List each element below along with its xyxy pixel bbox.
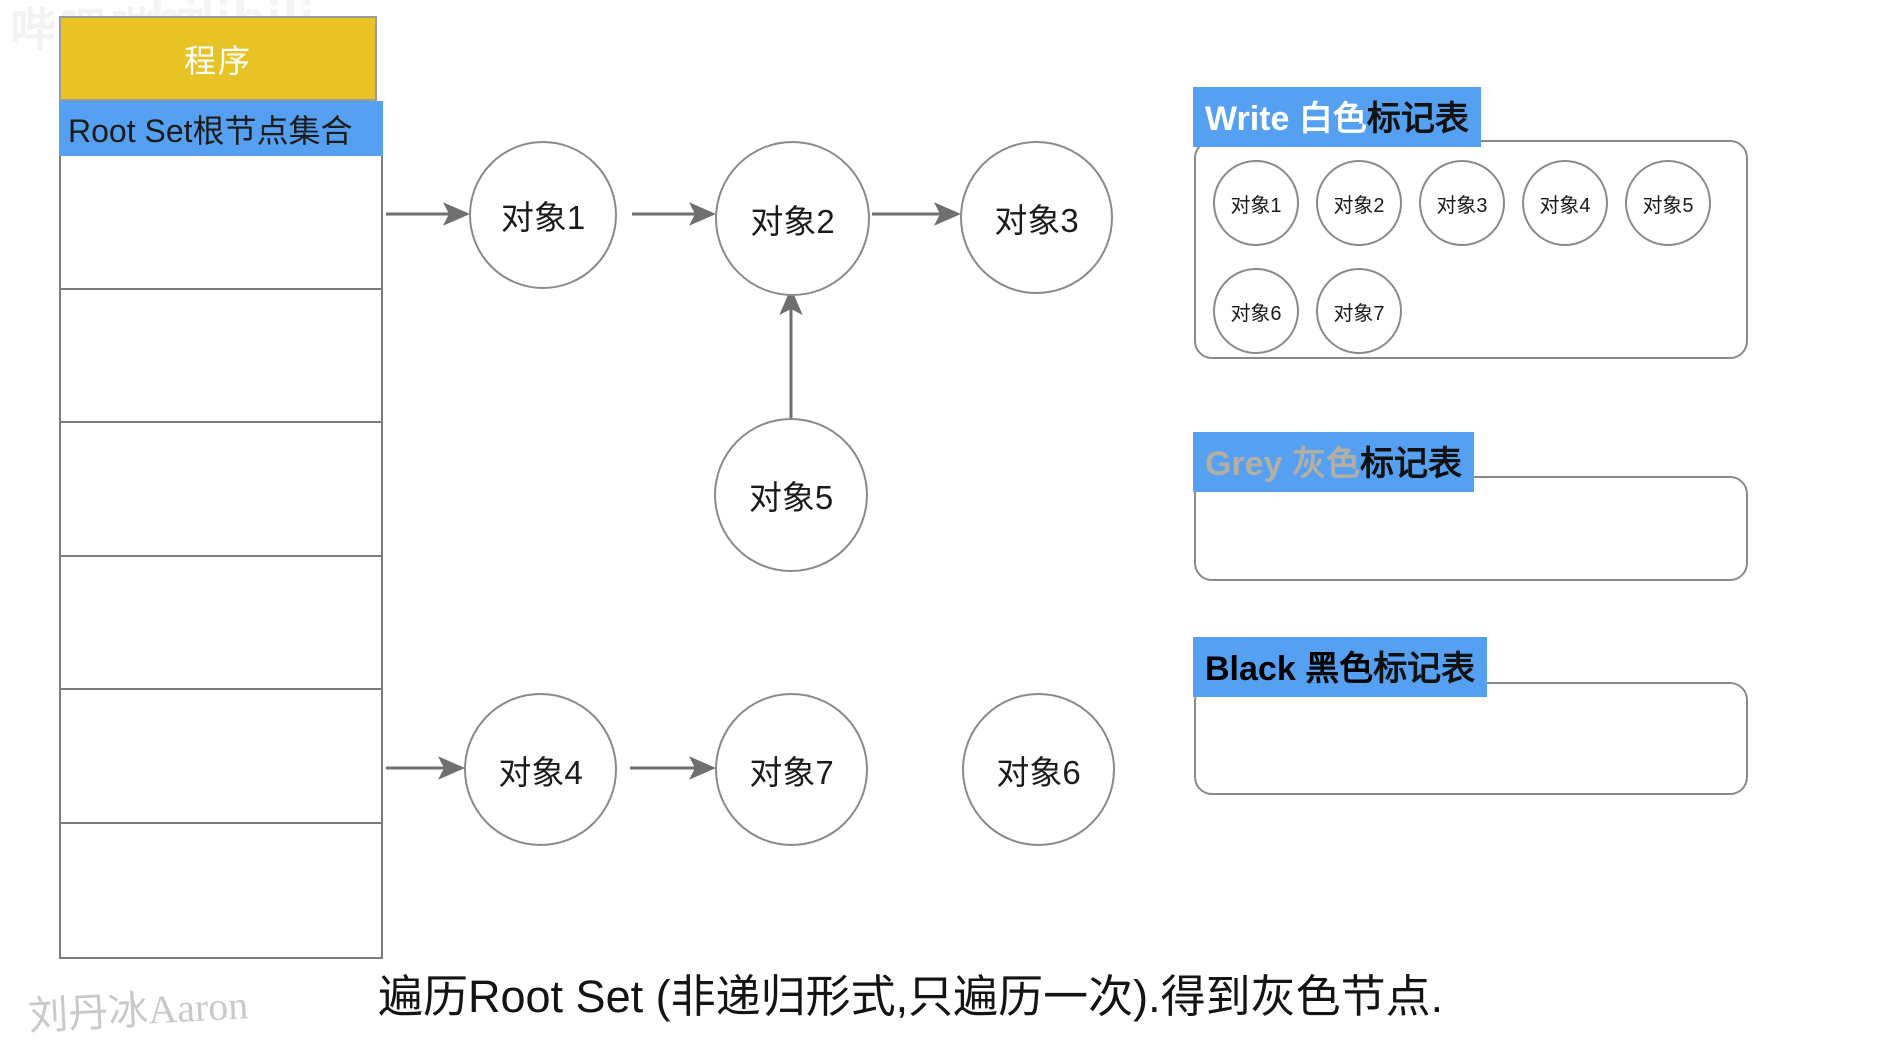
mark-chip-label: 对象5 [1642, 194, 1694, 217]
graph-node-obj6[interactable]: 对象6 [962, 693, 1115, 846]
mark-chip[interactable]: 对象2 [1316, 160, 1402, 246]
grey-title-cn: 灰色 [1291, 445, 1360, 483]
root-set-body [59, 156, 383, 959]
mark-chip[interactable]: 对象3 [1419, 160, 1505, 246]
black-mark-table-box [1194, 682, 1748, 795]
mark-chip-label: 对象2 [1333, 194, 1385, 217]
white-title-en: Write [1205, 100, 1299, 138]
graph-node-obj2[interactable]: 对象2 [715, 141, 870, 296]
grey-mark-table-title: Grey 灰色标记表 [1193, 432, 1474, 492]
mark-chip[interactable]: 对象6 [1213, 268, 1299, 354]
mark-chip-label: 对象1 [1230, 194, 1282, 217]
root-set-row [61, 423, 381, 557]
graph-node-label: 对象3 [994, 201, 1079, 239]
mark-chip-label: 对象3 [1436, 194, 1488, 217]
program-box: 程序 [59, 16, 377, 101]
root-set-row [61, 824, 381, 958]
mark-chip[interactable]: 对象4 [1522, 160, 1608, 246]
graph-node-label: 对象1 [500, 199, 586, 236]
mark-chip-label: 对象4 [1539, 194, 1591, 217]
black-title-en: Black [1205, 650, 1306, 688]
mark-chip[interactable]: 对象5 [1625, 160, 1711, 246]
black-mark-table-title: Black 黑色标记表 [1193, 637, 1488, 697]
black-title-cn: 黑色 [1305, 650, 1374, 688]
mark-chip[interactable]: 对象7 [1316, 268, 1402, 354]
root-set-row [61, 557, 381, 691]
mark-chip-label: 对象7 [1333, 302, 1385, 325]
graph-node-label: 对象5 [748, 479, 834, 516]
white-title-cn: 白色 [1298, 100, 1367, 138]
grey-title-en: Grey [1205, 445, 1292, 483]
program-label: 程序 [183, 42, 252, 79]
mark-chip-label: 对象6 [1230, 302, 1282, 325]
mark-chip[interactable]: 对象1 [1213, 160, 1299, 246]
graph-node-obj4[interactable]: 对象4 [464, 693, 617, 846]
root-set-header-label: Root Set根节点集合 [68, 112, 353, 149]
black-title-tail: 标记表 [1373, 650, 1476, 688]
graph-node-obj1[interactable]: 对象1 [469, 141, 617, 289]
graph-node-label: 对象7 [749, 753, 834, 791]
root-set-row [61, 156, 381, 290]
graph-node-obj3[interactable]: 对象3 [960, 141, 1113, 294]
graph-node-obj7[interactable]: 对象7 [715, 693, 868, 846]
graph-node-label: 对象4 [498, 753, 583, 791]
author-signature-watermark: 刘丹冰Aaron [27, 982, 250, 1039]
grey-mark-table-box [1194, 476, 1748, 581]
graph-node-label: 对象2 [750, 202, 835, 240]
root-set-table: Root Set根节点集合 [59, 101, 383, 959]
white-mark-table-title: Write 白色标记表 [1193, 87, 1481, 147]
white-title-tail: 标记表 [1366, 100, 1469, 138]
white-mark-row-1: 对象1 对象2 对象3 对象4 对象5 [1213, 160, 1728, 246]
root-set-header: Root Set根节点集合 [59, 101, 383, 156]
grey-title-tail: 标记表 [1359, 445, 1462, 483]
root-set-row [61, 690, 381, 824]
graph-node-label: 对象6 [996, 753, 1081, 791]
graph-node-obj5[interactable]: 对象5 [714, 418, 868, 572]
white-mark-row-2: 对象6 对象7 [1213, 268, 1419, 354]
diagram-caption: 遍历Root Set (非递归形式,只遍历一次).得到灰色节点. [378, 971, 1444, 1022]
root-set-row [61, 290, 381, 424]
